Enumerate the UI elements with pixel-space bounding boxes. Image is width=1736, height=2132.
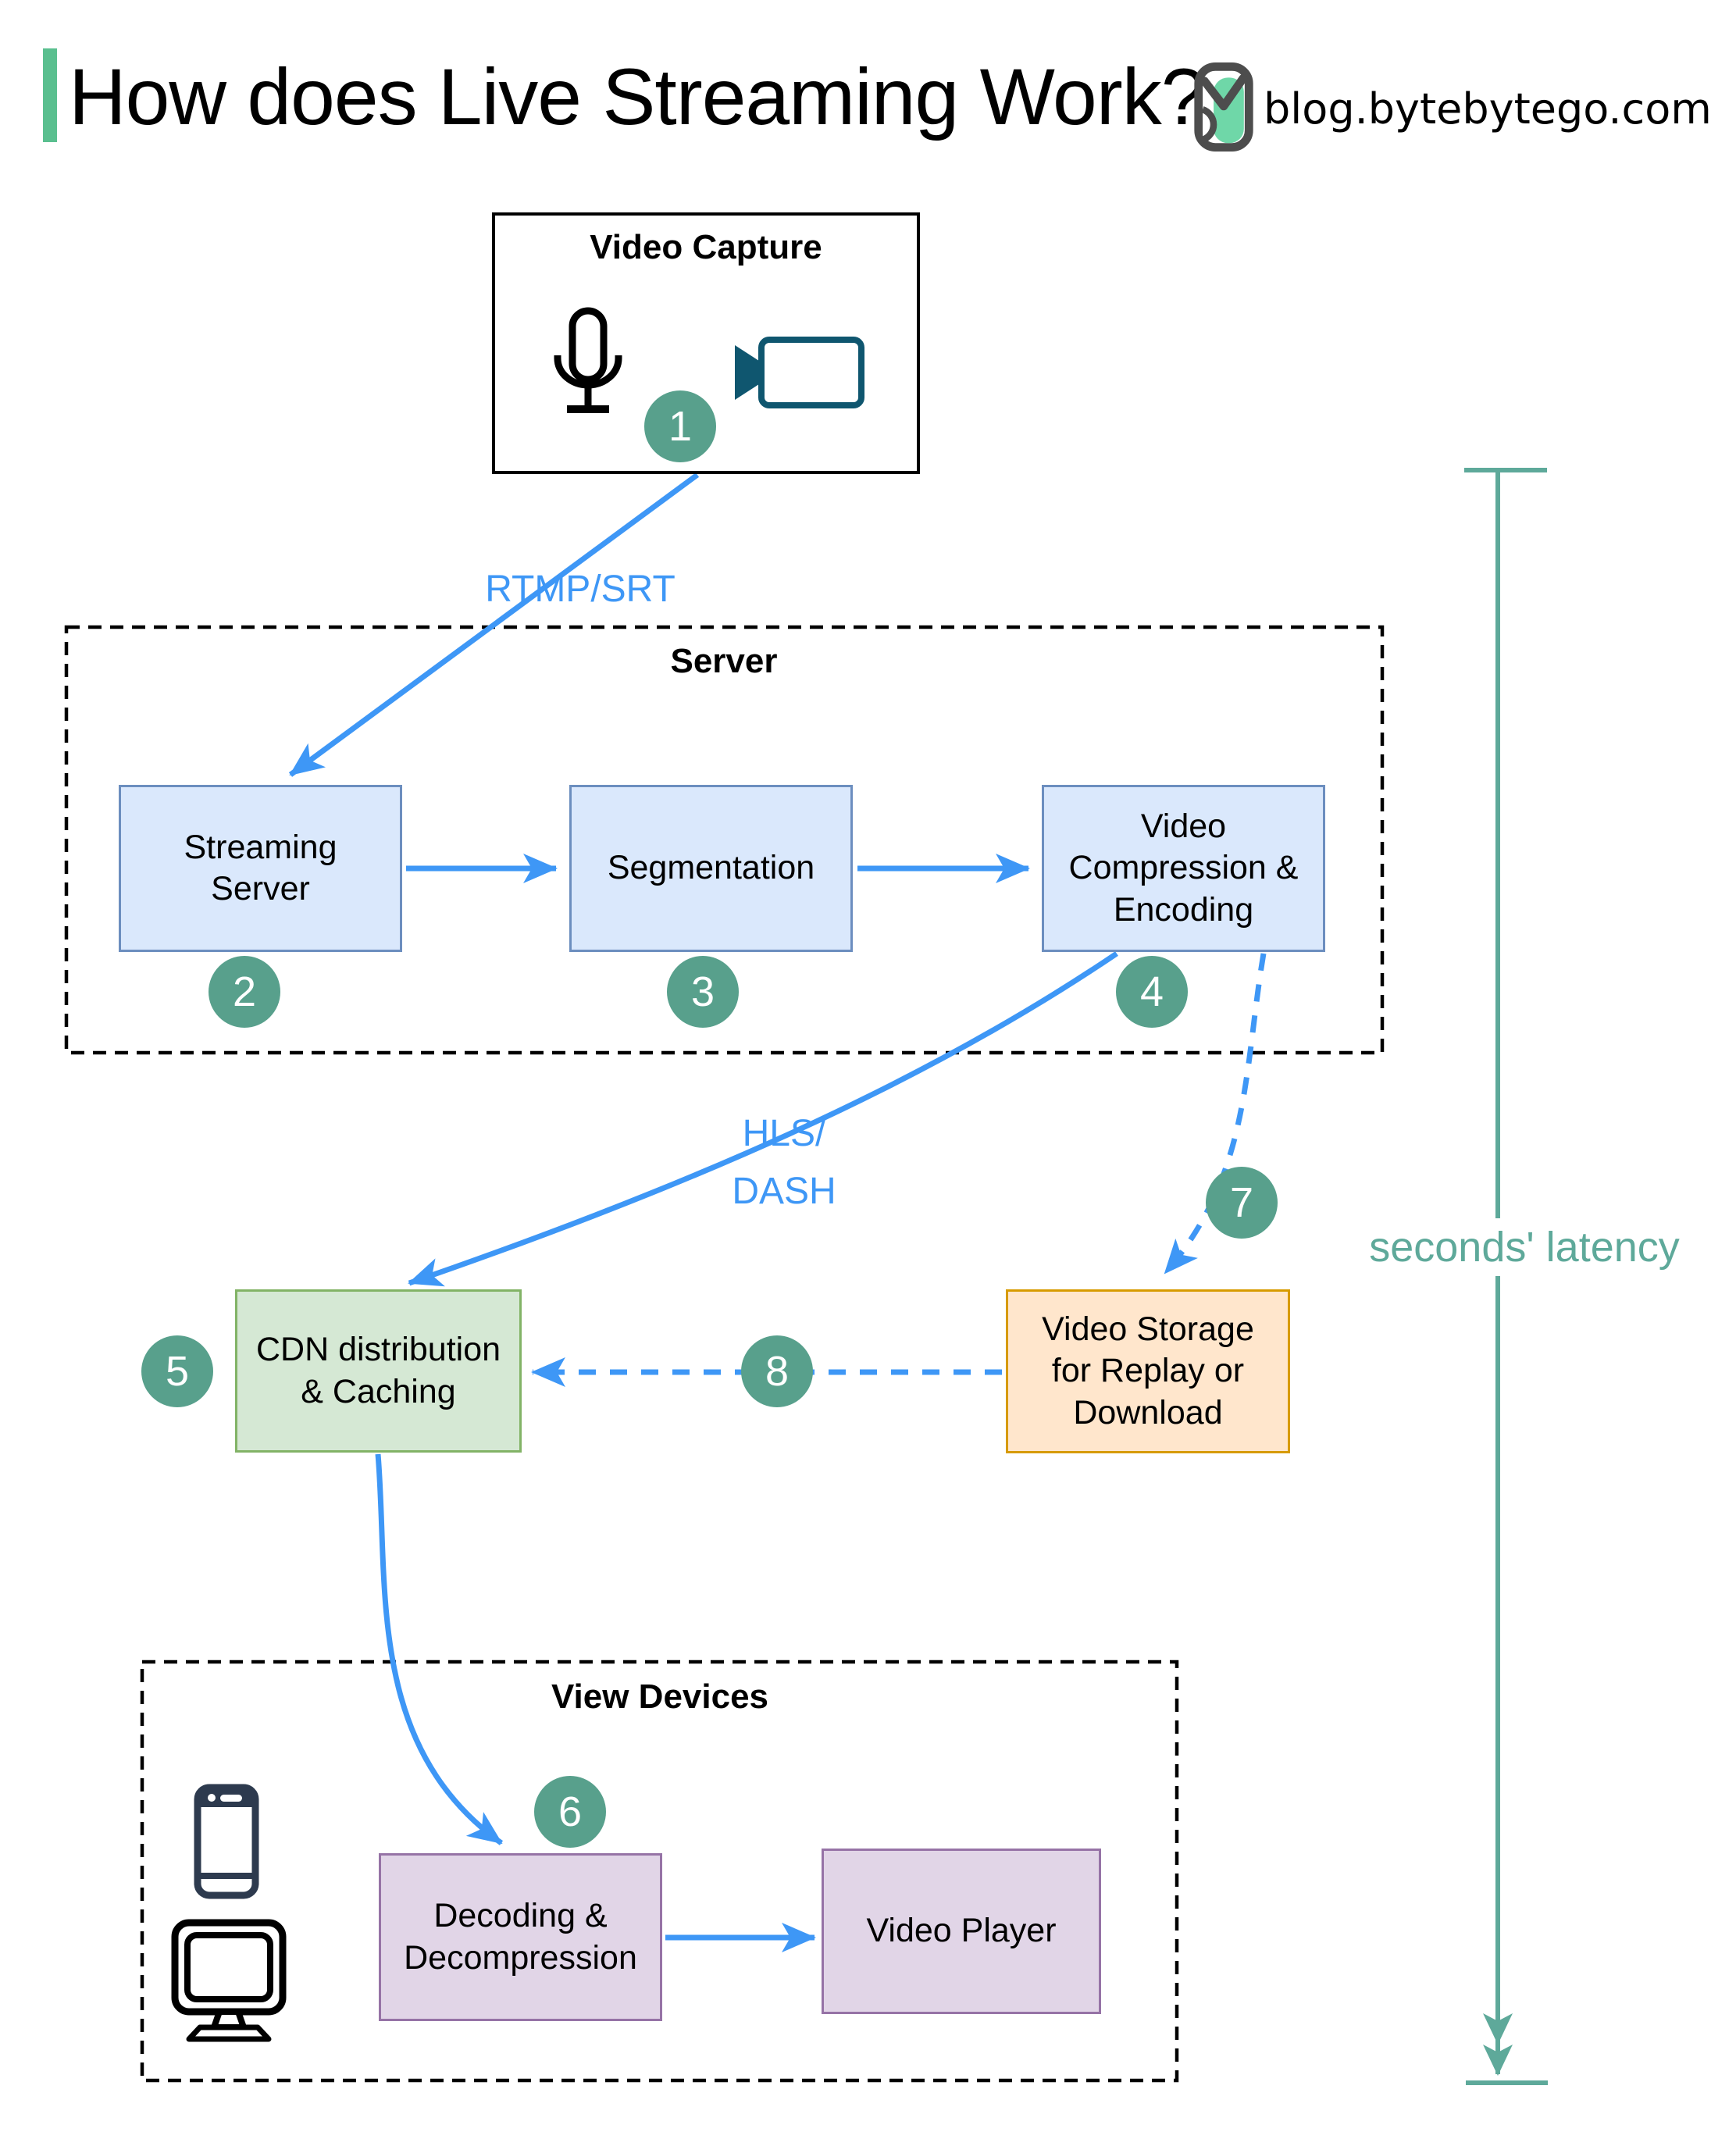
- node-cdn-distribution: CDN distribution & Caching: [235, 1289, 522, 1453]
- site-label: blog.bytebytego.com: [1264, 84, 1712, 134]
- step-badge-4: 4: [1116, 956, 1188, 1028]
- latency-label: seconds' latency: [1361, 1218, 1688, 1276]
- video-capture-title: Video Capture: [590, 228, 822, 266]
- edge-compression-to-cdn: [408, 951, 1118, 1287]
- step-badge-5: 5: [141, 1335, 213, 1407]
- title-accent-bar: [43, 48, 57, 142]
- video-camera-icon: [729, 334, 866, 415]
- smartphone-icon: [194, 1784, 259, 1903]
- step-badge-2: 2: [209, 956, 280, 1028]
- node-video-storage: Video Storage for Replay or Download: [1006, 1289, 1290, 1453]
- view-devices-group-title: View Devices: [551, 1677, 769, 1716]
- view-devices-group-border: [140, 1660, 1179, 2083]
- node-streaming-server: Streaming Server: [119, 785, 402, 952]
- microphone-icon: [547, 307, 628, 422]
- node-video-player: Video Player: [822, 1849, 1101, 2014]
- step-badge-6: 6: [534, 1776, 606, 1848]
- edge-cdn-to-decoding: [375, 1453, 504, 1845]
- bytebytego-logo-icon: [1193, 62, 1254, 155]
- edge-compression-to-storage: [1163, 953, 1267, 1275]
- node-video-compression: Video Compression & Encoding: [1042, 785, 1325, 952]
- node-decoding: Decoding & Decompression: [379, 1853, 662, 2021]
- page-title: How does Live Streaming Work?: [69, 52, 1205, 141]
- monitor-icon: [170, 1918, 287, 2047]
- server-group-title: Server: [670, 642, 778, 680]
- protocol-label-hls-dash: HLS/ DASH: [732, 1113, 836, 1213]
- node-segmentation: Segmentation: [569, 785, 853, 952]
- step-badge-8: 8: [741, 1335, 813, 1407]
- step-badge-1: 1: [644, 390, 716, 462]
- step-badge-3: 3: [667, 956, 739, 1028]
- step-badge-7: 7: [1206, 1167, 1278, 1239]
- server-group-border: [64, 625, 1385, 1055]
- protocol-label-rtmp: RTMP/SRT: [485, 569, 676, 610]
- edge-capture-to-streaming: [288, 472, 700, 777]
